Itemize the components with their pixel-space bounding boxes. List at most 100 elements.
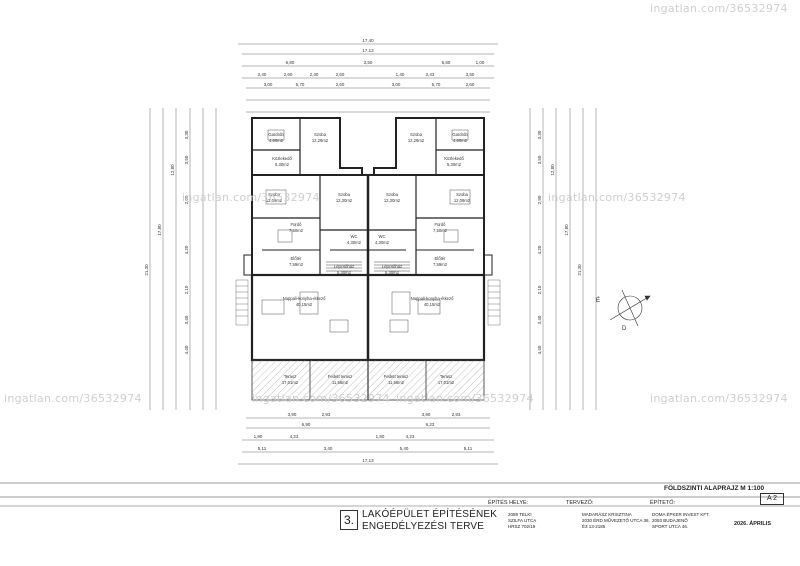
room-name-label: Terasz (284, 374, 296, 379)
dimension-label: 4,23 (290, 434, 299, 439)
room-name-label: Gardrób (268, 132, 284, 137)
room-name-label: Fürdő (291, 222, 303, 227)
room-area-label: 7,59m2 (289, 262, 304, 267)
dimension-label: 3,50 (537, 155, 542, 164)
room-name-label: Terasz (440, 374, 452, 379)
title-line-1: LAKÓÉPÜLET ÉPÍTÉSÉNEK (362, 509, 498, 520)
dimension-labels-left: 3,303,502,904,202,103,404,4012,8017,8021… (144, 130, 189, 354)
dimension-label: 4,20 (537, 245, 542, 254)
plan-date: 2026. ÁPRILIS (734, 521, 771, 527)
dimension-label: 3,90 (422, 412, 431, 417)
dimension-label: 2,40 (310, 72, 319, 77)
site-line-3: HRSZ 702/19 (508, 524, 536, 529)
room-area-label: 12,30m2 (384, 198, 401, 203)
site-line-2: SZILFA UTCA (508, 518, 537, 523)
room-name-label: Fürdő (435, 222, 447, 227)
watermark: ingatlan.com/36532974 (396, 392, 534, 405)
dimension-label: 1,90 (254, 434, 263, 439)
title-line-2: ENGEDÉLYEZÉSI TERVE (362, 521, 485, 532)
designer-line-1: MADARÁSZ KRISZTINA (582, 512, 632, 517)
watermark: ingatlan.com/36532974 (4, 392, 142, 405)
room-area-label: 5,30m2 (275, 162, 290, 167)
dimension-label: 6,23 (426, 422, 435, 427)
room-labels: Gardrób4,60m2Szoba12,29m2Közlekedő5,30m2… (266, 132, 471, 385)
dimension-label: 3,40 (537, 315, 542, 324)
sheet-code: A 2 (760, 493, 784, 505)
site-label: ÉPÍTÉS HELYE: (488, 500, 529, 506)
dimension-label: 2,90 (537, 195, 542, 204)
room-name-label: Előtér (435, 256, 447, 261)
room-area-label: 7,59m2 (433, 262, 448, 267)
dimension-label: 6,80 (442, 60, 451, 65)
room-area-label: 5,30m2 (337, 270, 352, 275)
room-area-label: 4,60m2 (453, 138, 468, 143)
room-name-label: Szoba (268, 192, 281, 197)
room-area-label: 4,30m2 (347, 240, 362, 245)
dimension-label: 3,00 (264, 82, 273, 87)
dimension-label: 3,30 (184, 130, 189, 139)
dimension-label: 2,93 (452, 412, 461, 417)
designer-label: TERVEZŐ: (566, 500, 594, 506)
room-area-label: 4,60m2 (269, 138, 284, 143)
dimension-label: 3,50 (364, 60, 373, 65)
room-area-label: 12,30m2 (336, 198, 353, 203)
room-area-label: 17,01m2 (282, 380, 299, 385)
room-name-label: Szoba (338, 192, 351, 197)
dimension-label: 12,80 (550, 164, 555, 176)
dimension-chains-sides (149, 108, 597, 410)
dimension-label: 5,70 (296, 82, 305, 87)
room-name-label: Lépcsőház (382, 264, 402, 269)
compass-label-s: D (622, 326, 627, 332)
dimension-label: 6,80 (286, 60, 295, 65)
dimension-label: 12,80 (170, 164, 175, 176)
room-name-label: Szoba (456, 192, 469, 197)
dimension-label: 21,30 (577, 264, 582, 276)
dimension-labels-right: 3,303,502,904,202,103,404,4012,8017,8021… (537, 130, 582, 354)
dimension-label: 3,40 (184, 315, 189, 324)
dimension-label: 2,60 (336, 82, 345, 87)
room-name-label: Gardrób (452, 132, 468, 137)
dimension-label: 21,30 (144, 264, 149, 276)
room-area-label: 12,29m2 (312, 138, 329, 143)
dimension-label: 5,70 (432, 82, 441, 87)
dimension-label: 5,11 (464, 446, 473, 451)
room-name-label: Nappali-konyha-étkező (283, 296, 327, 301)
room-area-label: 7,50m2 (289, 228, 304, 233)
builder-line-3: SPORT UTCA 46. (652, 524, 689, 529)
dimension-label: 17,80 (564, 224, 569, 236)
dimension-label: 17,80 (157, 224, 162, 236)
room-name-label: Nappali-konyha-étkező (411, 296, 455, 301)
dimension-label: 17,13 (362, 458, 374, 463)
watermark: ingatlan.com/36532974 (182, 191, 320, 204)
north-arrow-icon (609, 289, 651, 327)
room-name-label: Előtér (291, 256, 303, 261)
builder-line-1: DOMA ÉPKER INVEST KFT. (652, 512, 710, 517)
room-name-label: Szoba (386, 192, 399, 197)
dimension-chains-top (238, 43, 498, 113)
designer-line-3: É3 13-2185 (582, 524, 606, 529)
dimension-label: 2,90 (184, 195, 189, 204)
terraces (251, 359, 485, 401)
room-area-label: 5,30m2 (447, 162, 462, 167)
site-line-1: 2089 TELKI (508, 512, 532, 517)
dimension-label: 1,90 (376, 434, 385, 439)
drawing-title: FÖLDSZINTI ALAPRAJZ M 1:100 (664, 483, 765, 492)
dimension-label: 4,40 (184, 345, 189, 354)
room-name-label: WC (351, 234, 358, 239)
room-name-label: Fedett terasz (328, 374, 352, 379)
room-name-label: WC (379, 234, 386, 239)
room-name-label: Lépcsőház (334, 264, 354, 269)
room-name-label: Közlekedő (272, 156, 292, 161)
dimension-label: 4,23 (406, 434, 415, 439)
dimension-label: 4,20 (184, 245, 189, 254)
room-area-label: 4,30m2 (375, 240, 390, 245)
dimension-label: 2,93 (322, 412, 331, 417)
watermark: ingatlan.com/36532974 (548, 191, 686, 204)
room-name-label: Szoba (314, 132, 327, 137)
compass-label-n: É (596, 297, 600, 304)
room-area-label: 11,56m2 (332, 380, 349, 385)
dimension-label: 3,90 (288, 412, 297, 417)
